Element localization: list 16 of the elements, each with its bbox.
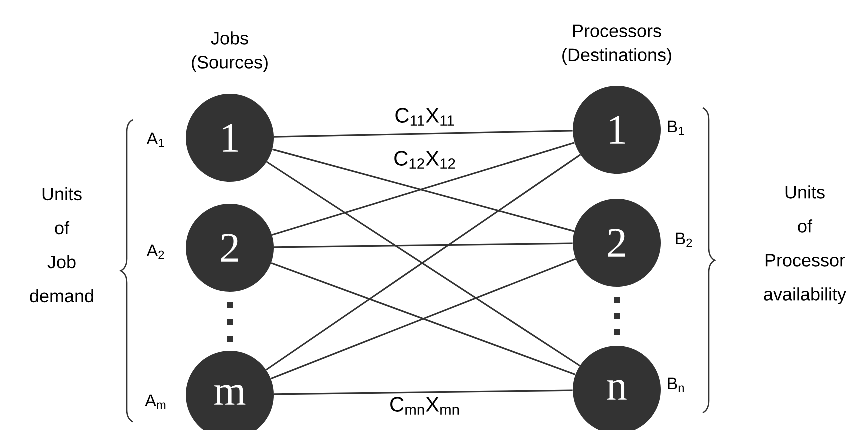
supply-label: B$_{n}$ [668,378,684,392]
edge-label: C$_{12}$X$_{12}$ [392,150,458,170]
supply-label: A$_{1}$ [146,132,164,148]
column-heading: Jobs (Sources) [192,32,268,72]
connector-line [274,390,573,396]
side-label: Units of Processor availability [764,186,846,304]
supply-label: A$_{2}$ [146,244,164,260]
supply-label: A$_{m}$ [145,394,166,410]
column-heading: Processors (Destinations) [562,24,672,66]
supply-label: B$_{1}$ [668,120,684,136]
edge-label: C$_{11}$X$_{11}$ [394,107,456,127]
edge-label: C$_{mn}$X$_{mn}$ [388,396,462,416]
side-label: Units of Job demand [30,187,94,303]
connector-line [274,130,573,138]
connector-line [274,242,573,248]
supply-label: B$_{2}$ [676,232,692,248]
